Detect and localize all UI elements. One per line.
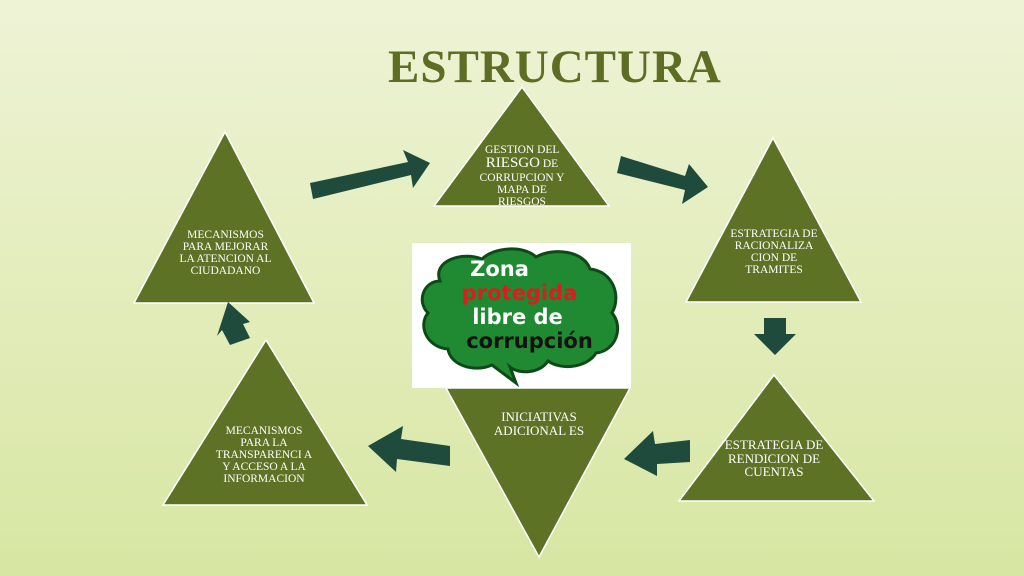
triangle-transparencia	[161, 338, 369, 506]
logo-line-libre: libre de	[472, 305, 563, 329]
arrow-rendicion-to-iniciativas	[624, 431, 690, 476]
node-gestion-post: DE CORRUPCION Y MAPA DE RIESGOS	[479, 158, 565, 208]
node-atencion: MECANISMOS PARA MEJORAR LA ATENCION AL C…	[179, 229, 272, 278]
page-title: ESTRUCTURA	[388, 41, 722, 93]
triangle-racionalizacion	[684, 136, 863, 303]
arrow-transparencia-to-atencion	[217, 302, 250, 345]
arrow-iniciativas-to-transparencia	[368, 426, 450, 472]
cloud-speech-bubble-icon	[420, 247, 619, 388]
logo-line-corrupcion: corrupción	[466, 329, 593, 353]
node-gestion-pre: GESTION DEL	[485, 144, 559, 156]
node-iniciativas: INICIATIVAS ADICIONAL ES	[493, 409, 585, 438]
node-transparencia: MECANISMOS PARA LA TRANSPARENCI A Y ACCE…	[215, 425, 313, 486]
arrow-atencion-to-gestion	[310, 150, 430, 199]
logo-line-protegida: protegida	[461, 281, 578, 305]
triangle-atencion	[132, 130, 316, 304]
triangle-rendicion	[677, 373, 876, 502]
triangle-iniciativas	[444, 387, 632, 559]
node-rendicion: ESTRATEGIA DE RENDICION DE CUENTAS	[724, 437, 824, 480]
triangle-gestion-riesgo	[432, 85, 611, 207]
node-gestion-riesgo: GESTION DEL RIESGO DE CORRUPCION Y MAPA …	[472, 144, 572, 208]
node-racionalizacion: ESTRATEGIA DE RACIONALIZA CION DE TRAMIT…	[730, 228, 818, 277]
node-gestion-big: RIESGO	[485, 155, 540, 172]
arrow-gestion-to-racionalizacion	[617, 156, 708, 204]
logo-line-zona: Zona	[470, 257, 529, 281]
zona-protegida-logo: Zona protegida libre de corrupción	[412, 243, 631, 388]
arrow-racionalizacion-to-rendicion	[754, 318, 796, 355]
